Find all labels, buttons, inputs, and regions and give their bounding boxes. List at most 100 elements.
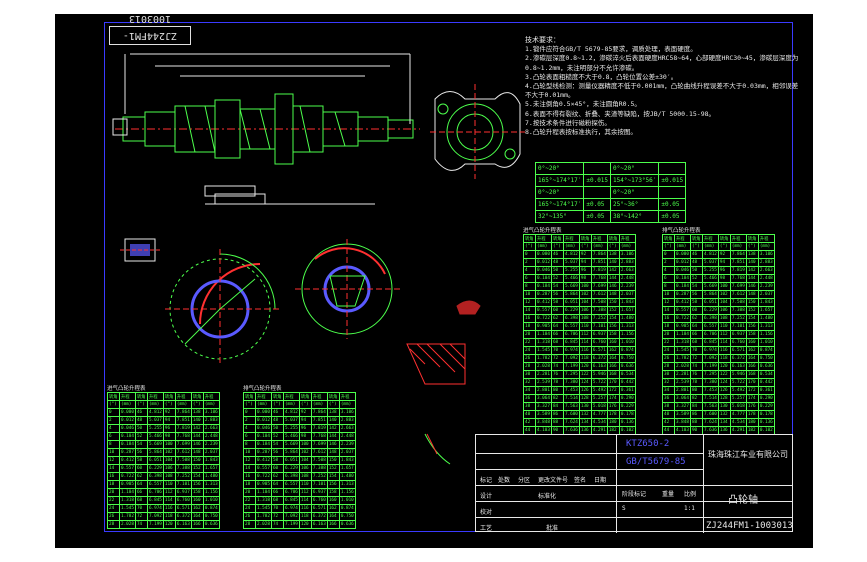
lift-table-cell: 96 (162, 424, 176, 433)
lift-table-cell: 6.557 (701, 322, 719, 331)
lift-table-cell: 0.046 (255, 424, 272, 433)
lift-table-cell: 1.657 (202, 464, 220, 473)
section-detail (406, 300, 481, 465)
lift-table-cell: 6.845 (146, 496, 164, 505)
lift-table-cell: 1.657 (757, 306, 775, 315)
lift-table-cell: 26 (107, 512, 120, 521)
lift-table-cell: 148 (190, 448, 204, 457)
lift-table-cell: 166 (606, 362, 620, 371)
lift-table-cell: 0.136 (757, 418, 775, 427)
lift-table-cell: 106 (162, 464, 176, 473)
lift-table-cell: 1.657 (338, 464, 356, 473)
lift-table-cell: 7.508 (174, 456, 192, 465)
lift-table-cell: 0.178 (757, 410, 775, 419)
lift-table-cell: 26 (523, 354, 536, 363)
lift-table-cell: 6.051 (282, 456, 300, 465)
lift-table-cell: 2.239 (757, 282, 775, 291)
lift-table-cell: 6.706 (701, 330, 719, 339)
lift-table-cell: 0.412 (535, 298, 552, 307)
lift-table-cell: 124 (717, 378, 731, 387)
lift-table-cell: 0.229 (757, 402, 775, 411)
lift-table-cell: 2.028 (535, 362, 552, 371)
lift-table-cell: 5.946 (590, 370, 608, 379)
lift-table-cell: 16 (662, 314, 675, 323)
lift-table-cell: 152 (190, 464, 204, 473)
lift-table-cell: 转角 (578, 234, 592, 243)
lift-table-cell: 106 (298, 464, 312, 473)
cad-viewport[interactable]: ZJ244FM1-1003013 技术要求： 1.锻件应符合GB/T 5679-… (55, 14, 813, 548)
lift-table-cell: 1.545 (119, 504, 136, 513)
tolerance-row: 0°~20°0°~20° (534, 162, 687, 175)
lift-table-cell: 120 (717, 362, 731, 371)
lift-table-cell: 14 (107, 464, 120, 473)
lift-table-cell: 150 (606, 298, 620, 307)
lift-table-cell: 152 (326, 464, 340, 473)
lift-table-cell: 62 (689, 314, 703, 323)
lift-table-cell: 转角 (550, 234, 564, 243)
lift-table-cell: 2.539 (674, 378, 691, 387)
lift-table-cell: 116 (717, 346, 731, 355)
lift-table-cell: 3.589 (674, 410, 691, 419)
lift-table-cell: 112 (298, 488, 312, 497)
lift-table-cell: 12 (662, 298, 675, 307)
lift-table-cell: 0.636 (757, 362, 775, 371)
lift-table-cell: 140 (326, 416, 340, 425)
lift-table-cell: 112 (162, 488, 176, 497)
intake-cam-profile (165, 249, 280, 364)
lift-table-cell: 3.327 (674, 402, 691, 411)
lift-table-cell: 2.448 (757, 274, 775, 283)
lift-table-cell: 升程 (282, 392, 300, 401)
lift-table-cell: 168 (606, 370, 620, 379)
lift-table-cell: 转角 (270, 392, 284, 401)
lift-table-cell: 114 (717, 338, 731, 347)
shaft-side-view (112, 53, 420, 205)
lift-table-cell: 升程 (202, 392, 220, 401)
lift-table-cell: 156 (606, 322, 620, 331)
lift-table-cell: 7.612 (729, 290, 747, 299)
lift-table-cell: 2.883 (202, 416, 220, 425)
lift-table-cell: 10 (523, 290, 536, 299)
lift-table-cell: 0.184 (255, 440, 272, 449)
lift-table-cell: 8 (523, 282, 536, 291)
lift-table-cell: 6.051 (562, 298, 580, 307)
lift-table-cell: 5.669 (562, 282, 580, 291)
lift-table-cell: 0.412 (119, 456, 136, 465)
lift-table-cell: 7.295 (701, 370, 719, 379)
lift-table-cell: 52 (270, 432, 284, 441)
lift-table-cell: 98 (578, 274, 592, 283)
lift-table-cell: 48 (689, 258, 703, 267)
lift-table-cell: 58 (270, 456, 284, 465)
tb-approve-label: 工艺 (480, 525, 493, 532)
lift-table-cell: 5.722 (729, 378, 747, 387)
lift-table-cell: 92 (717, 250, 731, 259)
note-1: 1.锻件应符合GB/T 5679-85要求，调质处理，表面硬度。 (525, 45, 697, 54)
lift-table-cell: 0.750 (338, 512, 356, 521)
lift-table-cell: 4 (107, 424, 120, 433)
lift-table-cell: 126 (578, 386, 592, 395)
lift-table-cell: 156 (326, 480, 340, 489)
lift-table-cell: 0.722 (255, 472, 272, 481)
lift-table-cell: 1.782 (119, 512, 136, 521)
lift-table-cell: 148 (326, 448, 340, 457)
lift-table-cell: 1.782 (255, 512, 272, 521)
lift-table-cell: 1.318 (535, 338, 552, 347)
lift-table-cell: 转角 (606, 234, 620, 243)
lift-table-cell: 0.178 (618, 410, 636, 419)
lift-table-cell: 7.851 (590, 258, 608, 267)
lift-table-cell: 16 (523, 314, 536, 323)
lift-table-cell: 180 (745, 418, 759, 427)
lift-table-cell: 3.064 (535, 394, 552, 403)
lift-table-cell: 118 (717, 354, 731, 363)
lift-table-cell: 0.104 (255, 432, 272, 441)
lift-table-cell: 98 (298, 432, 312, 441)
lift-table-cell: 7.864 (590, 250, 608, 259)
lift-table-cell: 6.706 (562, 330, 580, 339)
